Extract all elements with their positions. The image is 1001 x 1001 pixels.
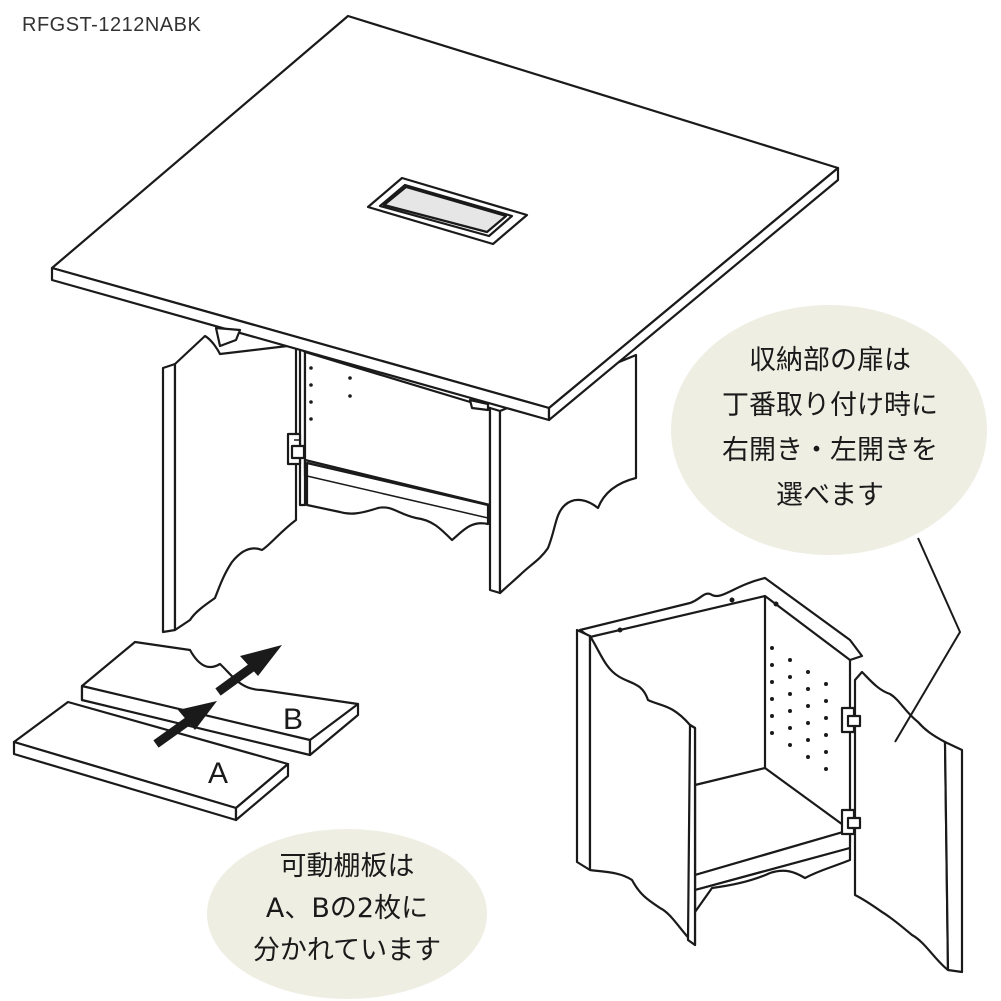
table-base-shelf — [305, 461, 490, 542]
shelf-label-a: A — [208, 757, 229, 790]
shelf-pin-holes — [770, 646, 828, 771]
callout-shelves-line: 可動棚板は — [279, 851, 415, 882]
insertion-arrow-icon — [153, 701, 217, 748]
shelf-board-a — [12, 700, 290, 822]
callout-door-text: 収納部の扉は 丁番取り付け時に 右開き・左開きを 選べます — [690, 338, 970, 518]
callout-door — [671, 305, 987, 743]
tabletop-right-edge — [547, 166, 840, 422]
insertion-arrow-icon — [215, 645, 282, 696]
table-assembly — [50, 14, 840, 634]
callout-shelves-bubble — [207, 829, 487, 999]
storage-top-back — [578, 576, 864, 662]
hinge-icon — [840, 808, 862, 836]
table-right-leg-panel — [488, 406, 502, 595]
hinge-icon — [286, 432, 306, 466]
callout-shelves-line: A、Bの2枚に — [265, 893, 429, 924]
callout-door-line: 選べます — [776, 480, 884, 511]
callout-shelves — [207, 829, 487, 999]
model-code: RFGST-1212NABK — [22, 14, 202, 36]
storage-left-panel-edge — [575, 628, 592, 872]
storage-right-door-edge — [943, 740, 964, 974]
callout-door-line: 収納部の扉は — [749, 345, 911, 376]
callout-shelves-line: 分かれています — [252, 935, 442, 966]
storage-right-door — [853, 670, 950, 972]
callout-door-leader — [894, 537, 962, 743]
shelf-label-b: B — [283, 703, 304, 736]
table-left-door-edge — [161, 362, 177, 634]
wire-grommet-icon — [366, 176, 529, 246]
callout-door-line: 丁番取り付け時に — [722, 390, 938, 421]
storage-left-panel — [588, 634, 697, 947]
callout-door-line: 右開き・左開きを — [722, 435, 938, 466]
shelf-pin-holes-back — [309, 366, 352, 421]
callout-shelves-text: 可動棚板は A、Bの2枚に 分かれています — [212, 846, 482, 972]
tabletop — [50, 14, 840, 422]
callout-door-bubble — [671, 305, 987, 555]
hinge-icon — [840, 706, 862, 734]
table-left-door — [173, 334, 298, 632]
storage-unit — [575, 576, 964, 974]
shelf-b-top — [80, 640, 360, 752]
shelf-boards — [12, 640, 360, 822]
